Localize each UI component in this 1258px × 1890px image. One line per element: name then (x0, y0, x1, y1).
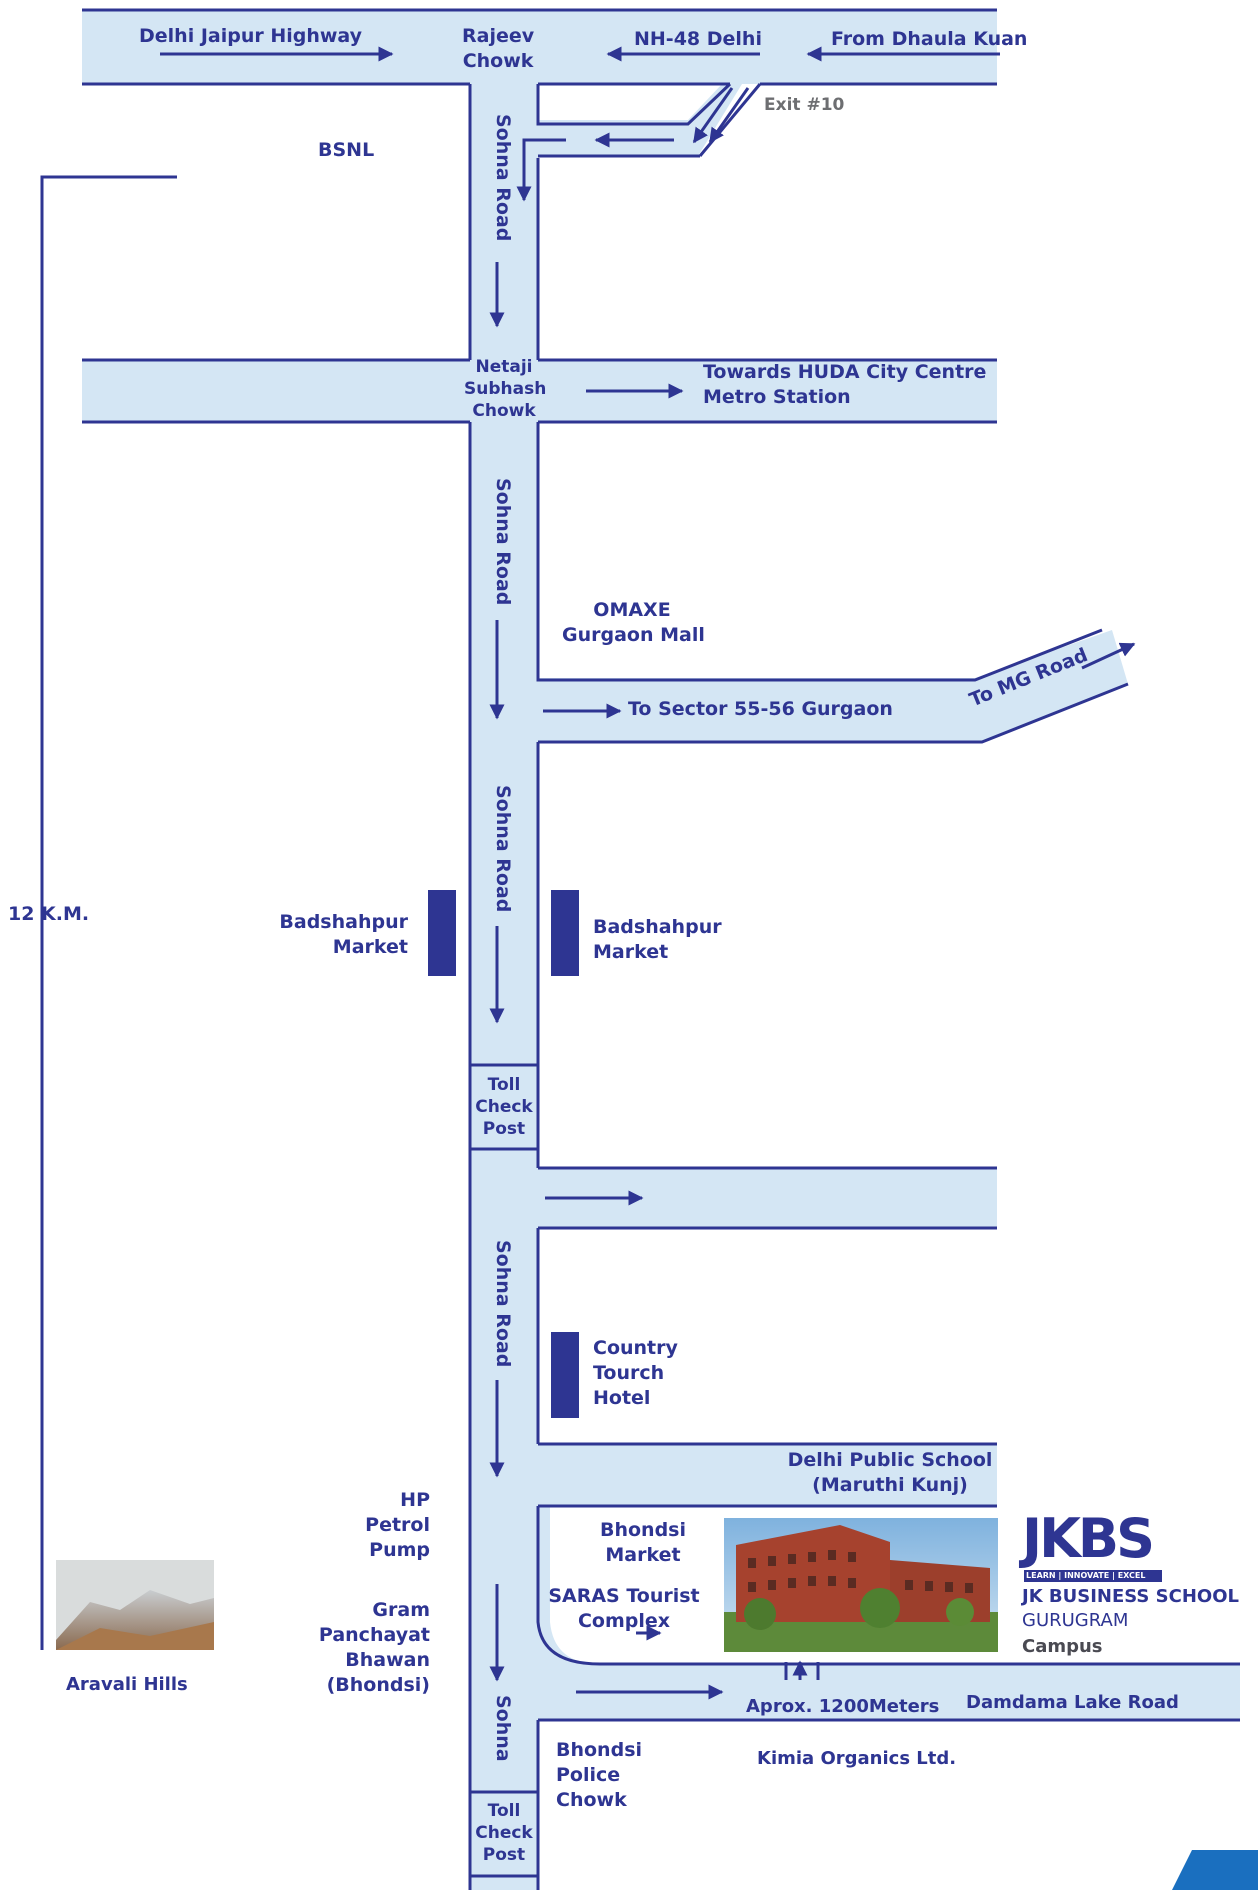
top-highway (82, 10, 997, 84)
sector-road (538, 630, 1128, 742)
sector-label: To Sector 55-56 Gurgaon (628, 698, 893, 720)
school-city: GURUGRAM (1022, 1610, 1129, 1631)
sohna-road-label: Sohna Road (492, 478, 514, 606)
corner-accent (1172, 1850, 1258, 1890)
bsnl-label: BSNL (318, 139, 375, 161)
sohna-road-label: Sohna Road (492, 114, 514, 242)
badshahpur-right-label: Badshahpur Market (593, 916, 722, 963)
school-campus: Campus (1022, 1636, 1103, 1657)
road-dps (538, 1444, 997, 1506)
damdama-label: Damdama Lake Road (966, 1692, 1179, 1713)
arrows (160, 46, 1136, 1700)
exit-ramp (538, 84, 742, 156)
badshahpur-left-label: Badshahpur Market (279, 911, 408, 958)
omaxe-label: OMAXE Gurgaon Mall (562, 599, 705, 646)
hp-pump-label: HP Petrol Pump (365, 1489, 430, 1561)
arrow-icon (708, 87, 750, 144)
netaji-road (82, 360, 997, 422)
road-damdama (538, 1506, 1240, 1720)
bhondsi-police-label: Bhondsi Police Chowk (556, 1739, 643, 1811)
saras-label: SARAS Tourist Complex (548, 1585, 700, 1632)
bhondsi-market-label: Bhondsi Market (599, 1519, 686, 1566)
toll-check-post-label: Toll Check Post (475, 1801, 533, 1865)
landmark-block-icon (551, 1332, 579, 1418)
landmark-blocks (428, 890, 579, 1418)
arrow-icon (516, 138, 566, 202)
campus-photo (724, 1518, 998, 1652)
landmark-block-icon (428, 890, 456, 976)
nh48-label: NH-48 Delhi (634, 28, 762, 50)
exit-label: Exit #10 (764, 95, 845, 115)
approx-distance-label: Aprox. 1200Meters (746, 1696, 940, 1717)
school-name: JK BUSINESS SCHOOL (1022, 1586, 1239, 1607)
hills-photo (56, 1560, 214, 1650)
road-edges (40, 8, 1240, 1890)
kimia-label: Kimia Organics Ltd. (757, 1748, 957, 1769)
delhi-jaipur-highway-label: Delhi Jaipur Highway (139, 25, 363, 47)
arrow-icon (1081, 642, 1136, 670)
huda-metro-label: Towards HUDA City Centre Metro Station (703, 361, 987, 408)
distance-label: 12 K.M. (8, 903, 90, 925)
road-network (82, 10, 1240, 1890)
distance-bracket (40, 175, 177, 1650)
rajeev-chowk-label: Rajeev Chowk (462, 25, 535, 72)
toll-check-post-label: Toll Check Post (475, 1075, 533, 1139)
sohna-road (470, 84, 538, 1890)
landmark-block-icon (551, 890, 579, 976)
sohna-road-label: Sohna Road (492, 785, 514, 913)
aravali-label: Aravali Hills (66, 1674, 188, 1695)
arrow-icon (692, 87, 734, 144)
jkbs-tagline: LEARN | INNOVATE | EXCEL (1026, 1571, 1146, 1580)
dps-label: Delhi Public School (Maruthi Kunj) (787, 1449, 993, 1496)
netaji-chowk-label: Netaji Subhash Chowk (464, 357, 547, 421)
jkbs-logo (1024, 1570, 1162, 1582)
sohna-label: Sohna (492, 1695, 514, 1762)
jkbs-logo-mark: JKBS (1022, 1507, 1155, 1570)
gram-panchayat-label: Gram Panchayat Bhawan (Bhondsi) (318, 1599, 430, 1696)
dhaula-kuan-label: From Dhaula Kuan (831, 28, 1028, 50)
country-touch-label: Country Tourch Hotel (593, 1337, 678, 1409)
sohna-road-label: Sohna Road (492, 1240, 514, 1368)
